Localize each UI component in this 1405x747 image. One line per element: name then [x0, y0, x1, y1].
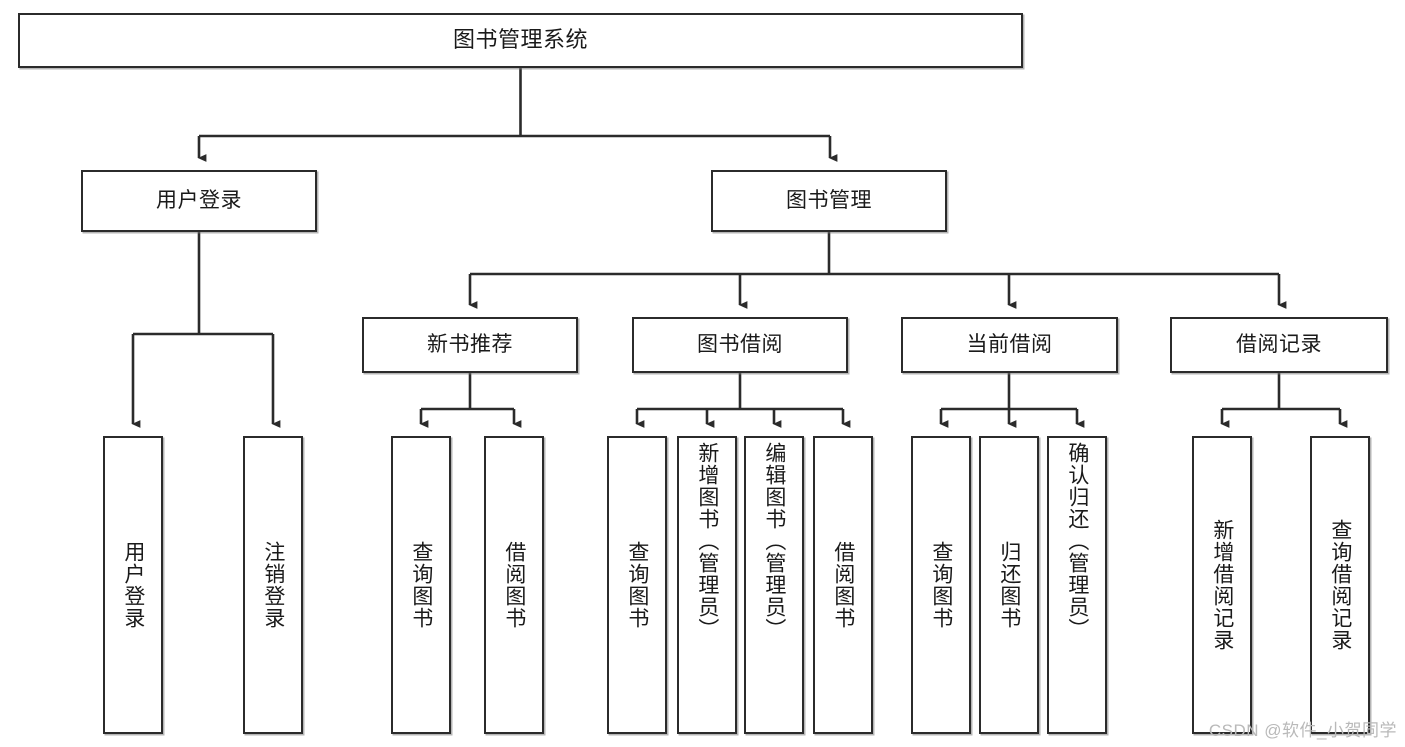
leaf-borrow-book-1[interactable]: 借阅图书 — [484, 436, 544, 734]
node-borrow-record[interactable]: 借阅记录 — [1170, 317, 1388, 373]
node-book-management-label: 图书管理 — [786, 189, 872, 213]
leaf-query-record[interactable]: 查询借阅记录 — [1310, 436, 1370, 734]
node-book-borrow-label: 图书借阅 — [697, 333, 783, 357]
leaf-logout[interactable]: 注销登录 — [243, 436, 303, 734]
leaf-borrow-book-2-label: 借阅图书 — [831, 541, 855, 629]
leaf-edit-book[interactable]: 编辑图书（管理员） — [744, 436, 804, 734]
node-root-system[interactable]: 图书管理系统 — [18, 13, 1023, 68]
leaf-add-record[interactable]: 新增借阅记录 — [1192, 436, 1252, 734]
leaf-borrow-book-2[interactable]: 借阅图书 — [813, 436, 873, 734]
leaf-add-record-label: 新增借阅记录 — [1210, 519, 1234, 651]
leaf-query-book-1-label: 查询图书 — [409, 541, 433, 629]
leaf-query-book-2-label: 查询图书 — [625, 541, 649, 629]
node-book-management[interactable]: 图书管理 — [711, 170, 947, 232]
leaf-add-book-label: 新增图书（管理员） — [695, 442, 719, 640]
leaf-edit-book-label: 编辑图书（管理员） — [762, 442, 786, 640]
node-borrow-record-label: 借阅记录 — [1236, 333, 1322, 357]
leaf-query-book-1[interactable]: 查询图书 — [391, 436, 451, 734]
leaf-return-book-label: 归还图书 — [997, 541, 1021, 629]
leaf-query-book-2[interactable]: 查询图书 — [607, 436, 667, 734]
leaf-add-book[interactable]: 新增图书（管理员） — [677, 436, 737, 734]
leaf-confirm-return-label: 确认归还（管理员） — [1065, 442, 1089, 640]
watermark-text: CSDN @软件_小贺同学 — [1208, 721, 1397, 740]
leaf-user-login[interactable]: 用户登录 — [103, 436, 163, 734]
leaf-return-book[interactable]: 归还图书 — [979, 436, 1039, 734]
leaf-query-book-3-label: 查询图书 — [929, 541, 953, 629]
node-root-label: 图书管理系统 — [452, 27, 588, 53]
node-user-login-label: 用户登录 — [156, 189, 242, 213]
node-current-borrow-label: 当前借阅 — [966, 333, 1053, 357]
node-user-login[interactable]: 用户登录 — [81, 170, 317, 232]
leaf-query-record-label: 查询借阅记录 — [1328, 519, 1352, 651]
leaf-query-book-3[interactable]: 查询图书 — [911, 436, 971, 734]
node-current-borrow[interactable]: 当前借阅 — [901, 317, 1118, 373]
leaf-logout-label: 注销登录 — [261, 541, 285, 629]
node-book-borrow[interactable]: 图书借阅 — [632, 317, 848, 373]
node-new-book-recommend-label: 新书推荐 — [427, 333, 513, 357]
leaf-borrow-book-1-label: 借阅图书 — [502, 541, 526, 629]
leaf-confirm-return[interactable]: 确认归还（管理员） — [1047, 436, 1107, 734]
leaf-user-login-label: 用户登录 — [121, 541, 145, 629]
node-new-book-recommend[interactable]: 新书推荐 — [362, 317, 578, 373]
